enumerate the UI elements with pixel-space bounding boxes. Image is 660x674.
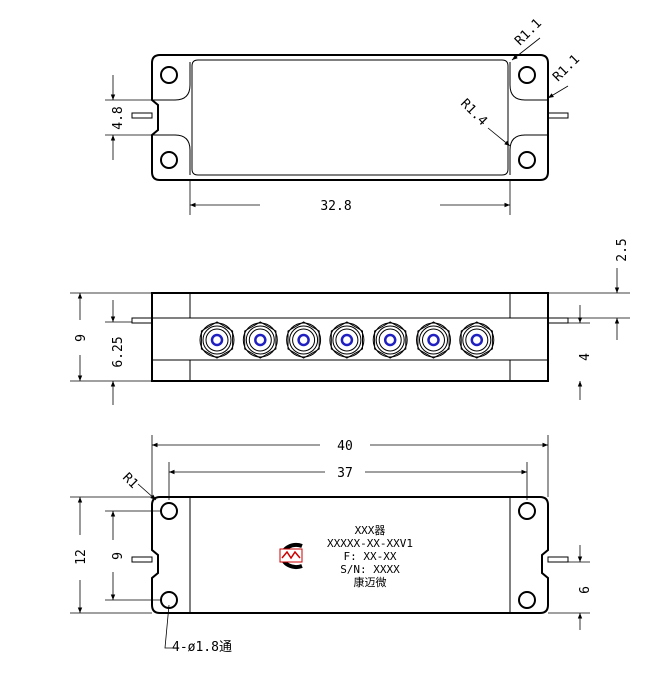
pin-spacing-label: 4.8 — [111, 106, 126, 129]
left-pin — [131, 112, 153, 119]
connector-pin — [210, 333, 224, 347]
side-view-body — [151, 292, 549, 382]
right-pin — [547, 112, 569, 119]
sma-connector — [286, 321, 322, 359]
right-pin — [547, 556, 569, 563]
radius-label: R1.1 — [512, 16, 545, 49]
overall-width-label: 40 — [337, 439, 353, 454]
hole-note: 4-ø1.8通 — [172, 640, 232, 655]
bottom-view-body-outline — [151, 496, 549, 614]
top-view: 4.8 32.8 R1.1 R1.1 R1.4 — [105, 16, 583, 215]
mount-hole — [518, 151, 536, 169]
pin-offset-label: 6 — [578, 586, 593, 594]
radius-label: R1.1 — [550, 52, 583, 85]
product-name: XXX器 — [355, 524, 386, 537]
radius-label: R1.4 — [457, 96, 490, 129]
sma-connector — [416, 321, 451, 359]
company-logo — [279, 543, 303, 569]
sma-connector — [329, 321, 365, 359]
center-height-label: 6.25 — [111, 336, 126, 367]
top-view-body-outline — [151, 54, 549, 181]
mount-hole — [160, 151, 178, 169]
sma-connector — [459, 321, 495, 359]
connector-pin — [340, 333, 354, 347]
bottom-right-tab — [509, 134, 548, 175]
top-right-tab — [509, 62, 548, 101]
width-label: 32.8 — [320, 199, 351, 214]
connector-pin — [427, 333, 440, 347]
height-label: 12 — [74, 549, 89, 565]
connector-pin — [470, 333, 484, 347]
mount-hole — [160, 502, 178, 520]
pin-height-label: 2.5 — [615, 238, 630, 261]
left-pin — [131, 556, 153, 563]
sma-connector — [242, 321, 278, 359]
left-pin — [131, 317, 153, 324]
mount-hole — [518, 66, 536, 84]
bottom-view: XXX器 XXXXX-XX-XXV1 F: XX-XX S/N: XXXX 康迈… — [70, 435, 593, 655]
hole-spacing-label: 37 — [337, 466, 353, 481]
corner-radius-label: R1 — [119, 470, 141, 492]
mount-hole — [518, 591, 536, 609]
frequency: F: XX-XX — [344, 550, 397, 563]
inner-height-label: 9 — [111, 552, 126, 560]
bottom-left-tab — [152, 134, 191, 175]
height-label: 9 — [74, 334, 89, 342]
manufacturer: 康迈微 — [354, 575, 387, 589]
nameplate: XXX器 XXXXX-XX-XXV1 F: XX-XX S/N: XXXX 康迈… — [279, 524, 413, 589]
connector-pin — [383, 333, 397, 347]
sma-connector — [372, 321, 408, 359]
top-left-tab — [152, 62, 191, 101]
top-view-inner-body — [191, 59, 509, 176]
connector-pin — [254, 333, 267, 347]
right-pin — [547, 317, 569, 324]
connector-row — [199, 321, 495, 359]
side-view: 9 6.25 2.5 4 — [70, 238, 630, 405]
pin-offset-label: 4 — [578, 353, 593, 361]
model-number: XXXXX-XX-XXV1 — [327, 537, 413, 550]
mount-hole — [160, 66, 178, 84]
mount-hole — [518, 502, 536, 520]
serial-number: S/N: XXXX — [340, 563, 400, 576]
sma-connector — [199, 321, 235, 359]
connector-pin — [297, 333, 310, 347]
